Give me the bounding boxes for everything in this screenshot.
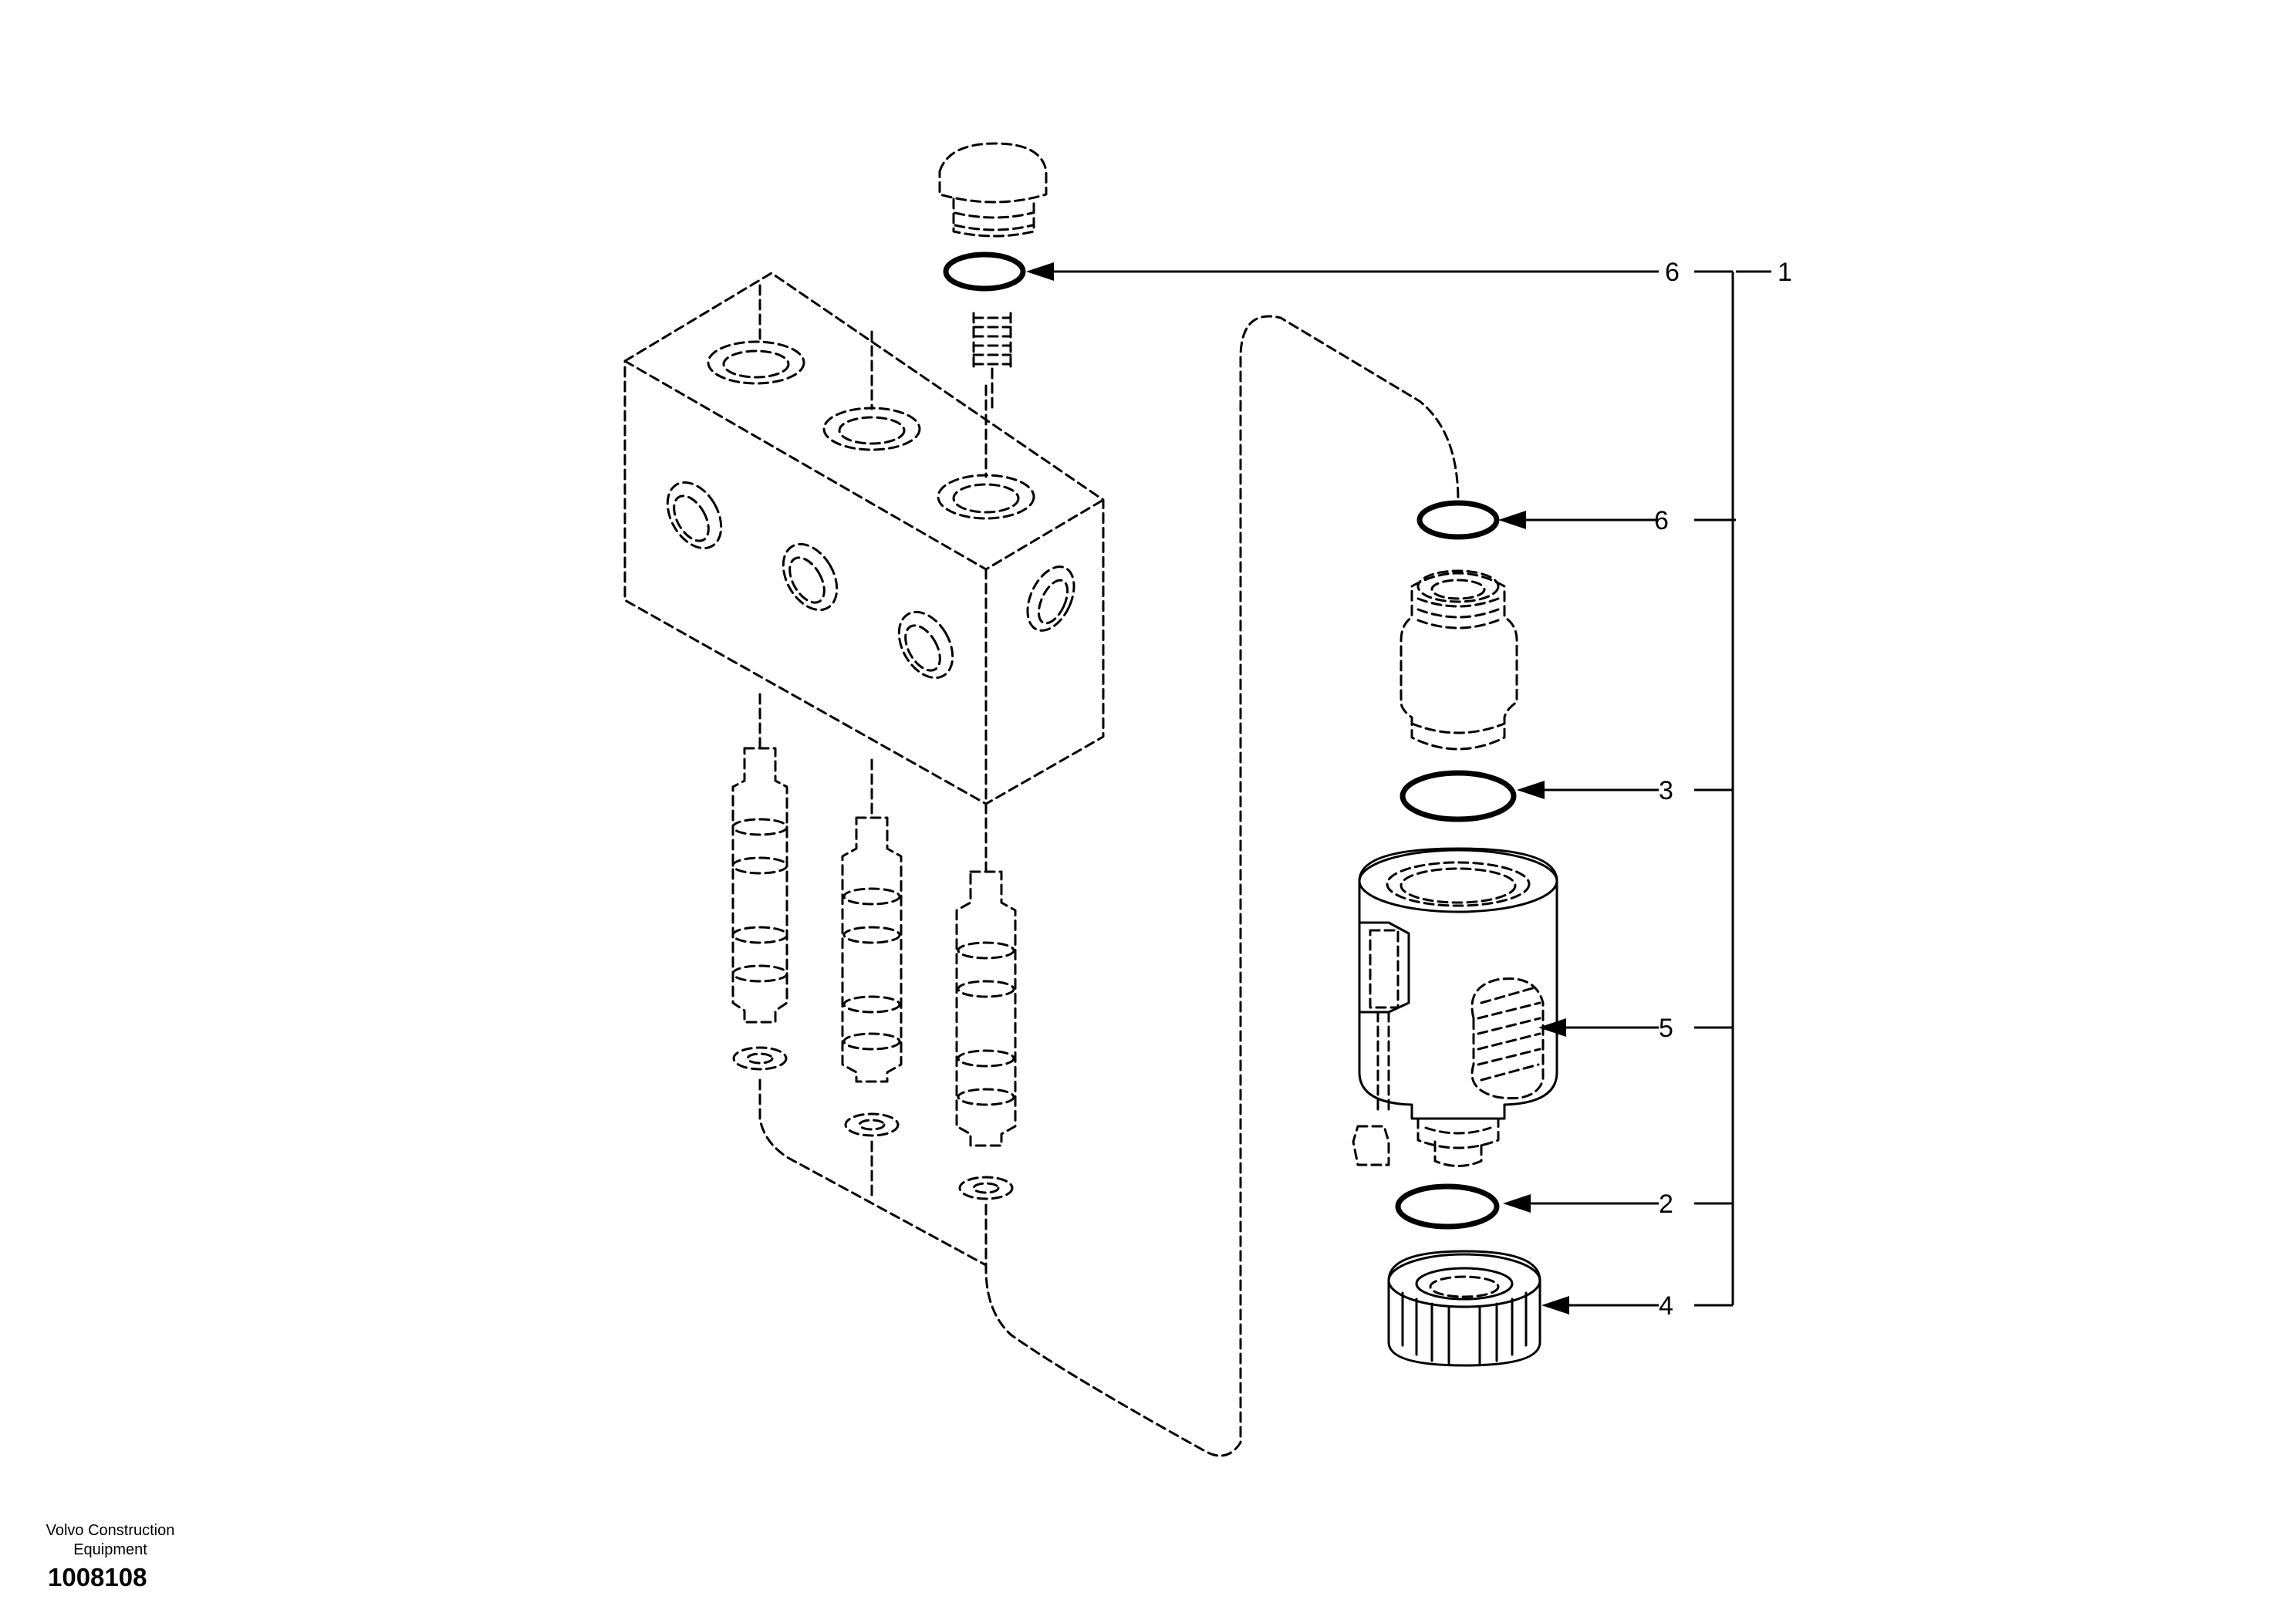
valve-block	[623, 272, 1105, 805]
callout-6-mid: 6	[1654, 506, 1669, 535]
spool-middle	[841, 758, 903, 1201]
spring	[972, 312, 1012, 410]
callout-6-top: 6	[1665, 258, 1680, 287]
leader-5	[1538, 1018, 1659, 1037]
assembly-bracket	[1694, 270, 1771, 1307]
coil	[1352, 847, 1558, 1167]
callout-2: 2	[1659, 1190, 1673, 1219]
callout-4: 4	[1659, 1291, 1673, 1321]
brand-label: Volvo Construction Equipment	[46, 1522, 175, 1558]
spool-right	[955, 315, 1460, 1457]
plug	[938, 142, 1048, 238]
o-ring-6-top	[943, 251, 1026, 292]
callout-1: 1	[1778, 258, 1792, 287]
leader-4	[1541, 1296, 1659, 1315]
leader-6-mid	[1498, 511, 1659, 529]
o-ring-6-mid	[1416, 500, 1500, 540]
o-ring-2	[1395, 1183, 1500, 1230]
callout-5: 5	[1659, 1014, 1673, 1043]
callout-3: 3	[1659, 776, 1673, 805]
o-ring-3	[1400, 770, 1517, 822]
nut	[1387, 1250, 1541, 1367]
leader-3	[1517, 781, 1659, 799]
spool-left	[731, 693, 988, 1267]
leader-2	[1503, 1194, 1659, 1213]
leader-6-top	[1026, 262, 1659, 281]
sleeve	[1400, 569, 1518, 751]
drawing-number: 1008108	[48, 1563, 147, 1591]
